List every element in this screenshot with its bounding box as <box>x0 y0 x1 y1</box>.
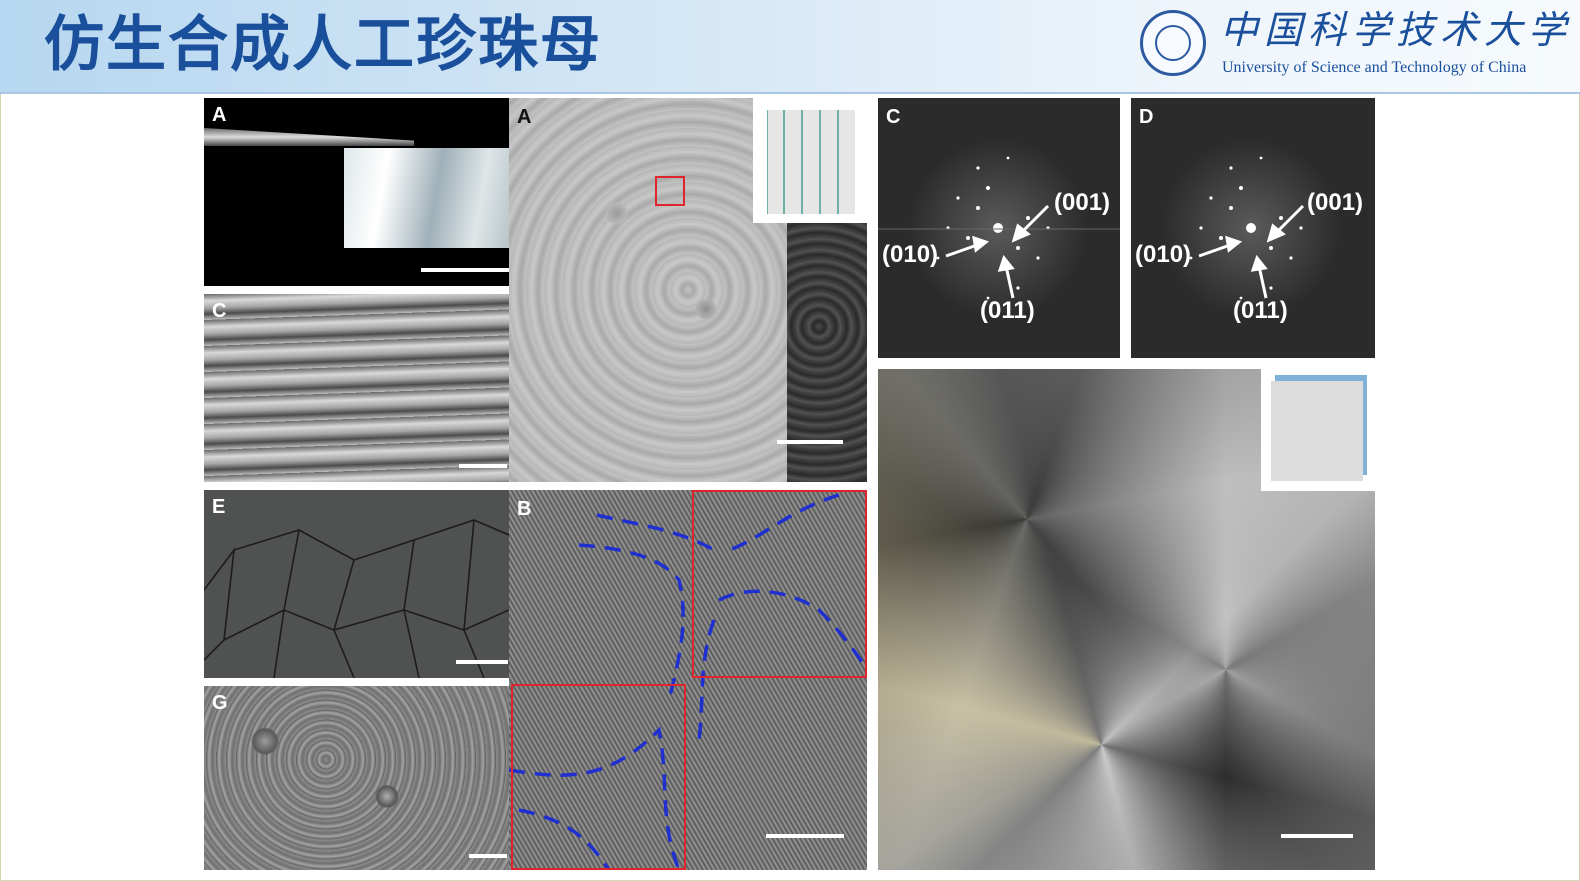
slide-title: 仿生合成人工珍珠母 <box>44 10 602 80</box>
panel-left-a: A <box>204 98 509 286</box>
grain-boundary-map <box>204 519 509 678</box>
panel-left-g: G <box>204 686 509 870</box>
panel-mid-b: B <box>509 490 867 870</box>
miller-index-011: (011) <box>1233 297 1288 324</box>
panel-right-d: (001) (010) (011) D <box>1131 98 1375 358</box>
panel-label: C <box>886 106 901 128</box>
ustc-seal-icon <box>1140 10 1206 76</box>
panel-label: D <box>1139 106 1154 128</box>
panel-label: A <box>212 104 227 126</box>
amorphous-layer <box>787 223 867 482</box>
schematic-inset <box>753 98 867 223</box>
zoom-box-top-right <box>692 490 867 678</box>
panel-right-c: (001) (010) (011) C <box>878 98 1120 358</box>
miller-index-001: (001) <box>1307 189 1363 216</box>
header-divider <box>0 92 1580 94</box>
miller-index-010: (010) <box>882 241 938 268</box>
scale-bar <box>459 464 507 468</box>
scale-bar <box>421 268 509 272</box>
nacre-sample-photo <box>344 148 509 248</box>
panel-mid-a: A <box>509 98 867 482</box>
panel-left-e: E <box>204 490 509 678</box>
diffraction-pattern: (001) (010) (011) <box>878 138 1120 324</box>
university-name-cn: 中国科学技术大学 <box>1220 8 1573 52</box>
panel-label: A <box>517 106 532 128</box>
zoom-box-bottom-left <box>511 684 686 870</box>
grain-boundary-dashes <box>509 493 866 870</box>
scale-bar <box>456 660 508 664</box>
panel-label: G <box>212 692 228 714</box>
scale-bar <box>1281 834 1353 838</box>
diffraction-pattern: (001) (010) (011) <box>1135 138 1363 324</box>
slide-header <box>0 0 1580 92</box>
panel-polarized-micrograph <box>878 369 1375 870</box>
scale-bar <box>766 834 844 838</box>
seal-inner-ring <box>1155 25 1191 61</box>
miller-index-001: (001) <box>1054 189 1110 216</box>
panel-label: C <box>212 300 227 322</box>
miller-index-011: (011) <box>980 297 1035 324</box>
panel-label: B <box>517 498 532 520</box>
selected-area-box <box>655 176 685 206</box>
schematic-inset <box>1261 369 1375 491</box>
sample-holder <box>204 128 414 146</box>
panel-label: E <box>212 496 226 518</box>
miller-index-010: (010) <box>1135 241 1191 268</box>
scale-bar <box>469 854 507 858</box>
panel-left-c: C <box>204 294 509 482</box>
university-name-en: University of Science and Technology of … <box>1222 59 1527 76</box>
scale-bar <box>777 440 843 444</box>
